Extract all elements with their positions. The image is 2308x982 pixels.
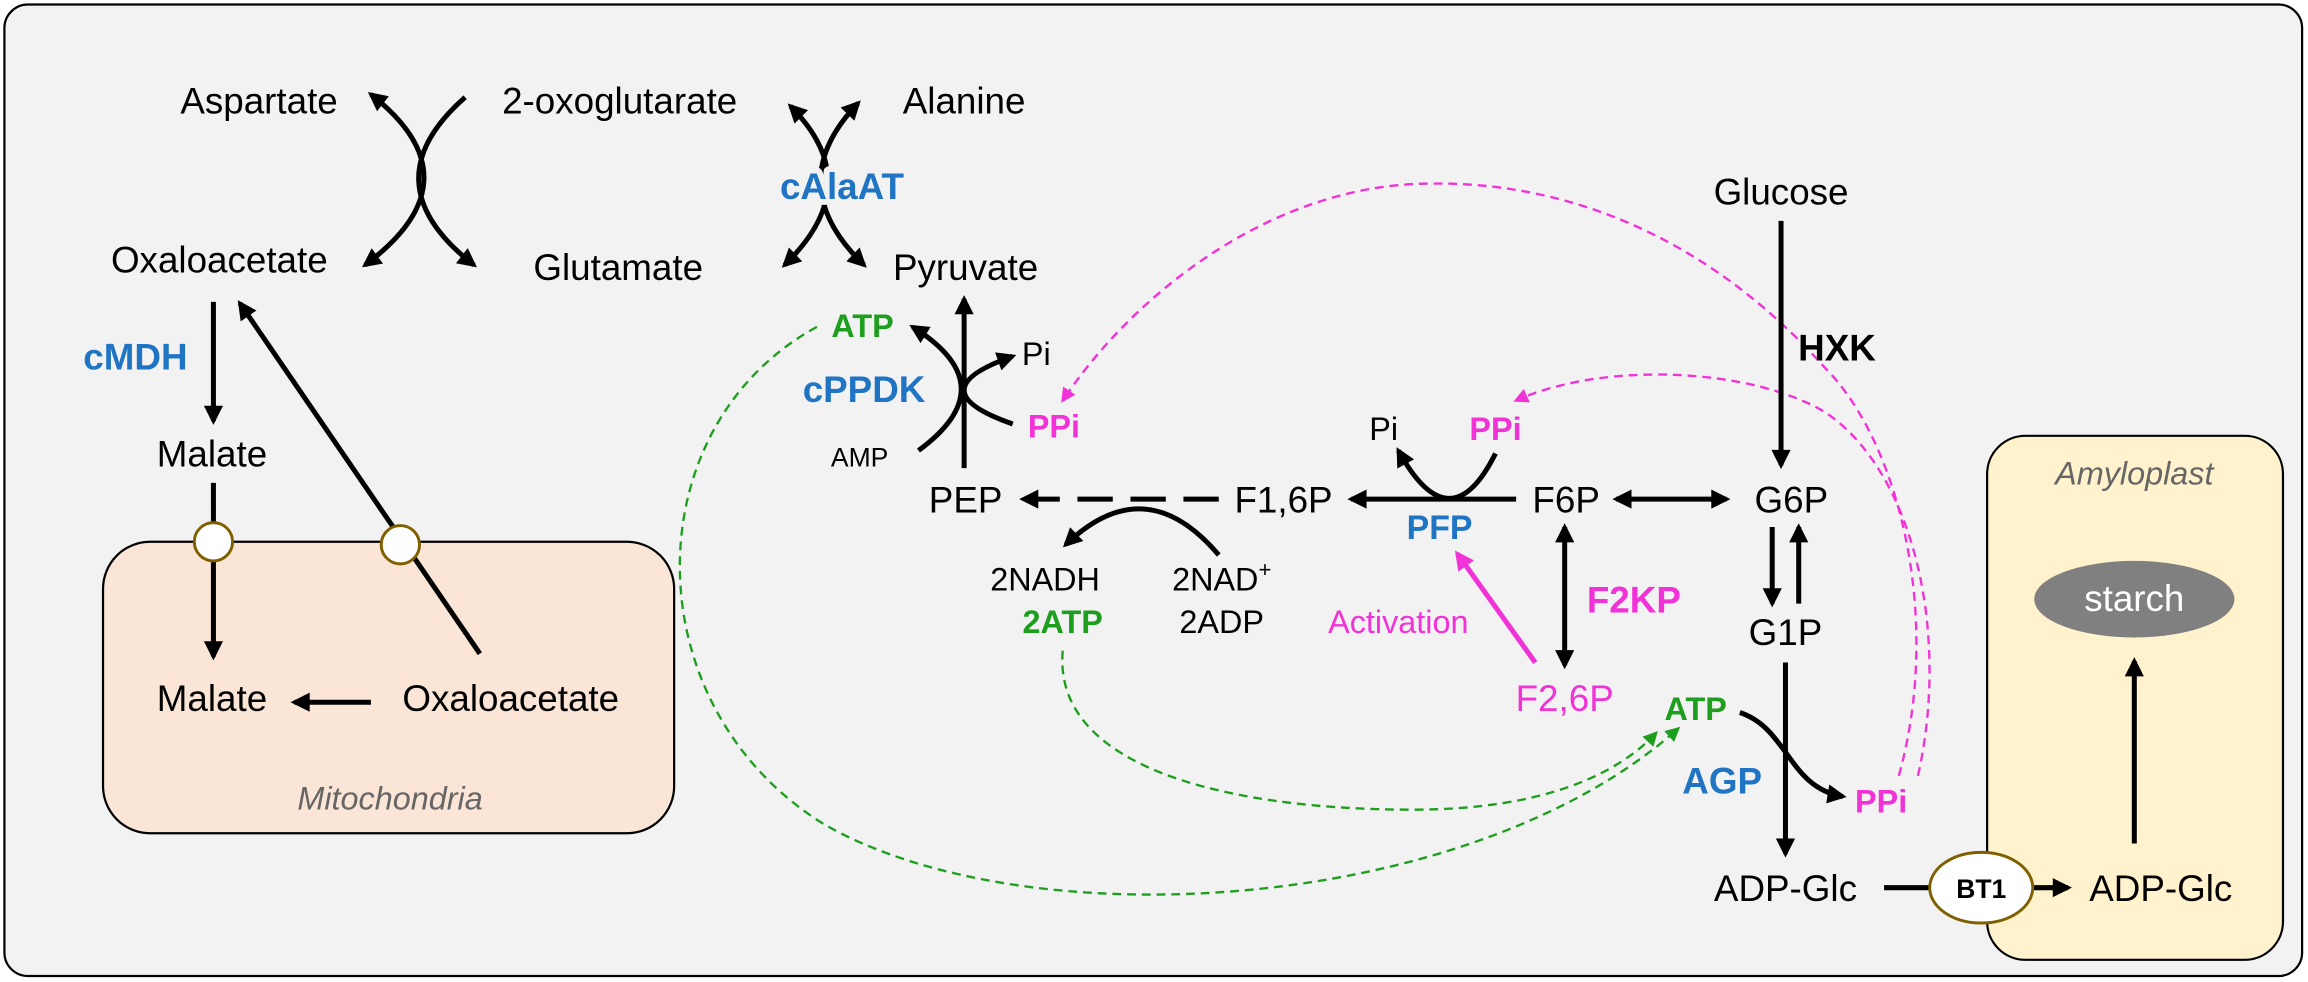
label-alanine: Alanine	[903, 80, 1026, 121]
label-f16p: F1,6P	[1234, 479, 1332, 520]
label-atp-cppdk: ATP	[831, 308, 893, 344]
asp-transamination-arc-left	[361, 91, 427, 268]
label-2nadh: 2NADH	[990, 561, 1100, 597]
label-f6p: F6P	[1532, 479, 1599, 520]
label-g6p: G6P	[1755, 479, 1829, 520]
amyloplast-label: Amyloplast	[2053, 455, 2215, 491]
arrow-mito-oaa-to-cyto-oaa	[237, 300, 482, 656]
mitochondria-label: Mitochondria	[297, 781, 482, 817]
ppi-link-agp-to-pfp	[1513, 373, 1931, 777]
label-glutamate: Glutamate	[533, 247, 703, 288]
label-2nad: 2NAD+	[1172, 557, 1271, 597]
bt1-transporter	[1928, 850, 2035, 925]
malate-transporter	[192, 521, 235, 563]
arrow-f26p-activates-pfp	[1454, 550, 1538, 664]
label-adpglc: ADP-Glc	[1714, 868, 1857, 909]
label-pi-pfp: Pi	[1369, 411, 1398, 447]
label-atp-agp: ATP	[1664, 691, 1726, 727]
label-oxaloacetate-mito: Oxaloacetate	[402, 678, 619, 719]
label-pi-cppdk: Pi	[1022, 336, 1051, 372]
enzyme-calaat: cAlaAT	[780, 166, 905, 207]
atp-link-cppdk-to-agp	[678, 325, 1681, 896]
label-activation: Activation	[1328, 604, 1468, 640]
label-oxaloacetate: Oxaloacetate	[111, 239, 328, 280]
oaa-transporter	[379, 524, 421, 566]
enzyme-f2kp: F2KP	[1587, 579, 1681, 620]
asp-transamination-arc-right	[416, 95, 477, 268]
arc-ppi-to-pi-pfp	[1396, 447, 1498, 501]
enzyme-cmdh: cMDH	[83, 337, 187, 378]
label-2-oxoglutarate: 2-oxoglutarate	[502, 80, 737, 121]
label-ppi-pfp: PPi	[1469, 411, 1521, 447]
label-ppi-cppdk: PPi	[1028, 408, 1080, 444]
atp-link-glycolysis-to-agp	[1061, 650, 1658, 811]
label-2atp: 2ATP	[1023, 604, 1103, 640]
enzyme-agp: AGP	[1682, 760, 1762, 801]
label-amp: AMP	[831, 443, 888, 473]
starch-granule	[2034, 560, 2235, 638]
label-adpglc-amyloplast: ADP-Glc	[2089, 868, 2232, 909]
label-pyruvate: Pyruvate	[893, 247, 1038, 288]
label-g1p: G1P	[1749, 612, 1823, 653]
arc-atp-to-ppi-agp	[1738, 710, 1847, 804]
label-starch: starch	[2084, 578, 2184, 619]
ppi-link-agp-to-cppdk	[1061, 182, 1918, 777]
arc-ppi-to-pi	[961, 352, 1017, 427]
enzyme-pfp: PFP	[1407, 509, 1473, 547]
alaat-arc-left	[781, 103, 831, 268]
enzyme-hxk: HXK	[1798, 328, 1876, 369]
label-aspartate: Aspartate	[180, 80, 337, 121]
label-ppi-agp: PPi	[1855, 784, 1907, 820]
arc-nad-adp-to-nadh-atp	[1062, 506, 1221, 557]
label-malate-mito: Malate	[157, 678, 267, 719]
label-malate: Malate	[157, 434, 267, 475]
label-2adp: 2ADP	[1179, 604, 1264, 640]
label-bt1: BT1	[1956, 874, 2006, 904]
alaat-arc-right	[818, 100, 867, 268]
arc-amp-to-atp	[909, 324, 964, 453]
enzyme-cppdk: cPPDK	[803, 369, 926, 410]
label-f26p: F2,6P	[1516, 678, 1614, 719]
label-glucose: Glucose	[1714, 172, 1849, 213]
label-pep: PEP	[929, 479, 1003, 520]
